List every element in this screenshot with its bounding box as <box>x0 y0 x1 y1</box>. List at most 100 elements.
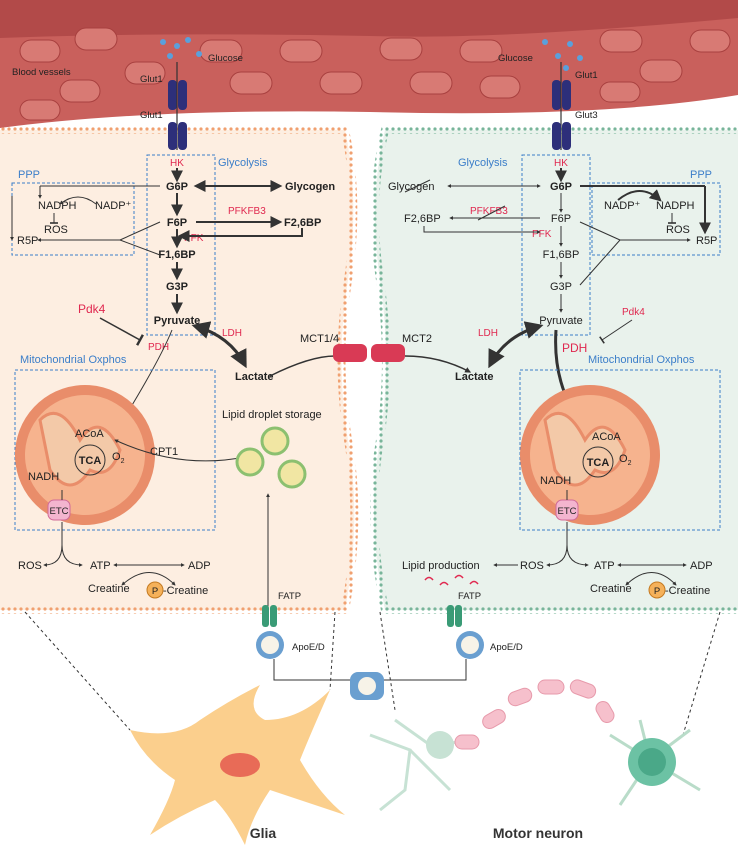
neuron-lipid-label: Lipid production <box>402 560 480 572</box>
glia-pdk4-label: Pdk4 <box>78 302 106 316</box>
neuron-ros: ROS <box>520 560 544 572</box>
glia-ppp-label: PPP <box>18 169 40 181</box>
glia-creatine-arrow <box>121 572 176 586</box>
neuron-creatine-arrow <box>625 572 677 586</box>
neuron-adp: ADP <box>690 560 713 572</box>
glia-ros-ppp: ROS <box>44 224 68 236</box>
glia-lactate-line <box>269 355 336 377</box>
glia-glycolysis-arrows <box>10 168 303 315</box>
apoe-particle-left <box>256 631 284 659</box>
neuron-pfk-label: PFK <box>532 229 552 240</box>
neuron-g6p: G6P <box>550 181 572 193</box>
neuron-atp: ATP <box>594 560 615 572</box>
glut1-transporter-left <box>168 122 187 150</box>
glia-lipid-droplets <box>235 426 307 489</box>
glia-glycogen: Glycogen <box>285 181 335 193</box>
fatp-right <box>447 605 462 627</box>
glia-creatine: Creatine <box>88 583 130 595</box>
glia-g6p: G6P <box>166 181 188 193</box>
mct14-label: MCT1/4 <box>300 333 339 345</box>
apoe-particle-right <box>456 631 484 659</box>
neuron-phospho-icon <box>648 581 666 599</box>
neuron-lactate: Lactate <box>455 371 494 383</box>
glia-o2: O2 <box>112 451 125 465</box>
motor-neuron-illustration <box>369 679 701 812</box>
glia-mito-label: Mitochondrial Oxphos <box>20 354 127 366</box>
neuron-nadh: NADH <box>540 475 571 487</box>
glia-pfk-label: PFK <box>184 233 204 244</box>
glia-tca: TCA <box>79 455 102 467</box>
glia-ros: ROS <box>18 560 42 572</box>
glucose-label-left: Glucose <box>208 53 243 64</box>
glia-pfkfb3-label: PFKFB3 <box>228 206 266 217</box>
mct2-label: MCT2 <box>402 333 432 345</box>
glia-atp: ATP <box>90 560 111 572</box>
neuron-r5p: R5P <box>696 235 717 247</box>
glia-g3p: G3P <box>166 281 188 293</box>
glia-mitochondrion <box>15 385 155 525</box>
glut1-label-left: Glut1 <box>140 110 163 121</box>
glia-cell-illustration <box>130 685 345 845</box>
neuron-glycolysis-arrows <box>404 168 711 313</box>
glut1-transporter-right <box>552 62 571 150</box>
glia-ldh-label: LDH <box>222 328 242 339</box>
glia-etc-atp-arrow <box>61 544 83 567</box>
apoe-label-right: ApoE/D <box>490 642 523 653</box>
blood-vessel: Blood vessels <box>0 0 738 128</box>
neuron-g3p: G3P <box>550 281 572 293</box>
glia-tca-cycle <box>74 444 106 476</box>
neuron-o2: O2 <box>619 453 632 467</box>
glia-lipid-label: Lipid droplet storage <box>222 409 322 421</box>
neuron-hk-label: HK <box>554 158 568 169</box>
glia-pdh-label: PDH <box>148 342 169 353</box>
glia-pcreatine: -Creatine <box>163 585 208 597</box>
neuron-lipid-molecules <box>424 574 479 586</box>
neuron-glycogen: Glycogen <box>388 181 434 193</box>
neuron-f16bp: F1,6BP <box>543 249 580 261</box>
neuron-pdk4-label: Pdk4 <box>622 307 645 318</box>
neuron-nadp: NADP⁺ <box>604 200 641 212</box>
fatp-label-right: FATP <box>458 591 481 602</box>
glia-mito-box <box>14 369 216 531</box>
svg-text:ETC: ETC <box>50 506 69 517</box>
glut3-label-right: Glut3 <box>575 110 598 121</box>
glia-p-label: P <box>152 586 158 597</box>
neuron-tca-cycle <box>582 446 614 478</box>
neuron-pcreatine: -Creatine <box>665 585 710 597</box>
glia-phospho-icon <box>146 581 164 599</box>
neuron-f6p: F6P <box>551 213 571 225</box>
glucose-label-right: Glucose <box>498 53 533 64</box>
neuron-pfkfb3-label: PFKFB3 <box>470 206 508 217</box>
neuron-acoa: ACoA <box>592 431 621 443</box>
glia-ldh-arrow <box>191 321 247 369</box>
glucose-dots <box>160 37 583 71</box>
glia-fatty-acid-arrow <box>114 439 246 462</box>
neuron-ldh-arrow <box>488 321 544 369</box>
glia-glycolysis-box <box>146 154 216 336</box>
glut1-label-right: Glut1 <box>575 70 598 81</box>
neuron-ldh-label: LDH <box>478 328 498 339</box>
glia-f6p: F6P <box>167 217 187 229</box>
blood-vessels-label: Blood vessels <box>12 67 71 78</box>
glia-lactate: Lactate <box>235 371 274 383</box>
fatp-left <box>262 605 277 627</box>
neuron-nadph: NADPH <box>656 200 695 212</box>
neuron-etc: ETC <box>555 499 579 521</box>
glia-r5p: R5P <box>17 235 38 247</box>
neuron-ppp-label: PPP <box>690 169 712 181</box>
neuron-ros-ppp: ROS <box>666 224 690 236</box>
neuron-p-label: P <box>654 586 660 597</box>
glut1-label-top-left: Glut1 <box>140 74 163 85</box>
glia-adp: ADP <box>188 560 211 572</box>
glia-acoa: ACoA <box>75 428 104 440</box>
lactate-transfer-arrow <box>404 355 472 373</box>
glia-hk-label: HK <box>170 158 184 169</box>
glia-nadp: NADP⁺ <box>95 200 132 212</box>
neuron-mito-box <box>519 369 721 531</box>
neuron-glycolysis-label: Glycolysis <box>458 157 508 169</box>
glia-etc: ETC <box>47 499 71 521</box>
glia-nadph: NADPH <box>38 200 77 212</box>
neuron-f26bp: F2,6BP <box>404 213 441 225</box>
callout-lines <box>24 611 721 736</box>
